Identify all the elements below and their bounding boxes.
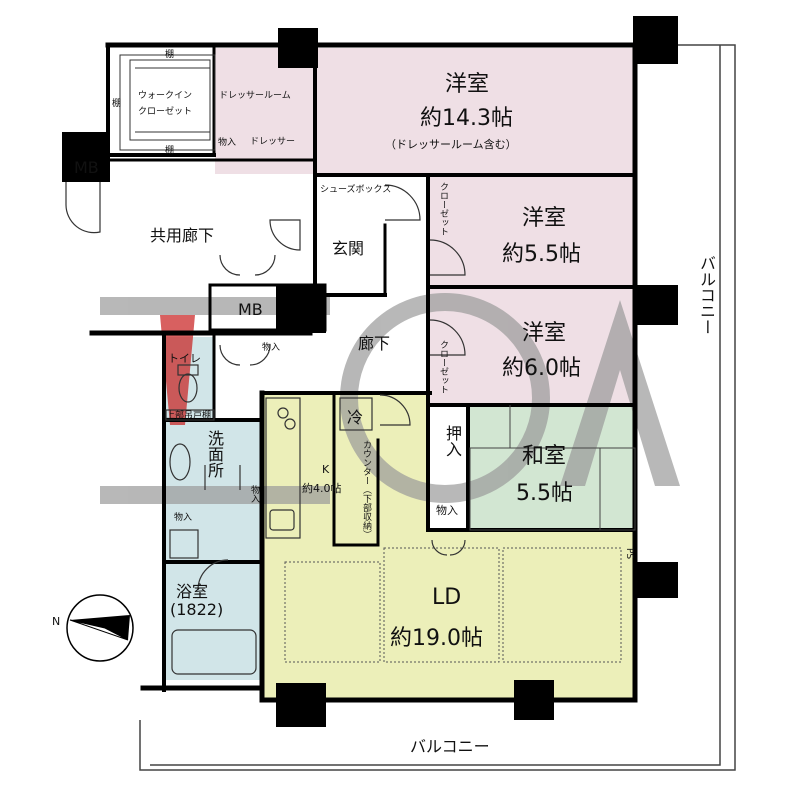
mb-label-left: MB — [74, 158, 99, 177]
shelf-label-left: 棚 — [112, 99, 122, 109]
wet-area-fixtures — [165, 364, 257, 675]
storage-label-wash-bottom: 物入 — [174, 513, 193, 523]
hallway-name: 廊下 — [358, 334, 391, 353]
western-room-1-size: 約14.3帖 — [420, 106, 513, 131]
fridge-label: 冷 — [347, 408, 364, 427]
japanese-room-name: 和室 — [522, 444, 567, 469]
entrance-name: 玄関 — [332, 239, 365, 258]
doors — [65, 182, 466, 591]
kitchen-counter — [265, 397, 373, 539]
compass-north-label: N — [52, 615, 61, 628]
western-room-3-size: 約6.0帖 — [502, 356, 581, 381]
japanese-room-lines — [469, 405, 636, 531]
storage-label-japanese: 物入 — [436, 504, 458, 517]
walk-in-closet-detail — [119, 54, 216, 151]
western-room-3-name: 洋室 — [522, 321, 567, 346]
bath-fill — [166, 562, 262, 680]
counter-label: カウンター（下部収納） — [361, 440, 371, 539]
shoe-box-label: シューズボックス — [320, 185, 392, 195]
common-corridor-name: 共用廊下 — [150, 226, 215, 245]
western-room-2-size: 約5.5帖 — [502, 242, 581, 267]
shelf-label-bottom: 棚 — [165, 146, 175, 156]
bath-name: 浴室 — [176, 582, 209, 601]
japanese-room-size: 5.5帖 — [516, 481, 573, 506]
washroom-name: 洗面所 — [205, 430, 224, 478]
kitchen-name: K — [322, 463, 330, 476]
walk-in-closet-label-1: ウォークイン — [138, 91, 193, 101]
storage-label-wash: 物入 — [249, 485, 259, 503]
sink-icon — [169, 443, 191, 481]
storage-label-hall: 物入 — [262, 343, 281, 353]
oshiire-label: 押入 — [443, 425, 462, 457]
dresser-room-label: ドレッサールーム — [219, 91, 291, 101]
balcony-label-bottom: バルコニー — [410, 737, 490, 756]
kitchen-size: 約4.0帖 — [302, 482, 342, 495]
ld-floor-lines — [284, 547, 622, 663]
ps-label: PS — [624, 548, 634, 560]
western-room-2-name: 洋室 — [522, 206, 567, 231]
walls — [63, 42, 638, 703]
washing-machine-icon — [169, 529, 199, 559]
storage-label-dresser: 物入 — [218, 138, 237, 148]
closet-label-2: クローゼット — [438, 182, 448, 236]
bathtub-icon — [171, 629, 257, 675]
shelf-label-top: 棚 — [165, 50, 175, 60]
compass-icon — [66, 594, 134, 662]
mb-label-center: MB — [238, 300, 263, 319]
ld-name: LD — [432, 585, 462, 610]
closet-label-3: クローゼット — [438, 340, 448, 394]
balcony-label-right: バルコニー — [697, 255, 716, 335]
bath-size: (1822) — [170, 600, 224, 619]
dresser-label: ドレッサー — [250, 137, 296, 147]
pillars — [62, 16, 678, 727]
toilet-bowl-icon — [178, 373, 198, 403]
upper-shelf-label: 上部吊戸棚 — [166, 411, 212, 421]
western-room-1-note: （ドレッサールーム含む） — [385, 138, 517, 151]
walk-in-closet-label-2: クローゼット — [138, 107, 193, 117]
toilet-name: トイレ — [168, 352, 201, 365]
balcony-outline — [139, 44, 736, 771]
western-room-1-name: 洋室 — [445, 72, 490, 97]
ld-size: 約19.0帖 — [390, 626, 483, 651]
